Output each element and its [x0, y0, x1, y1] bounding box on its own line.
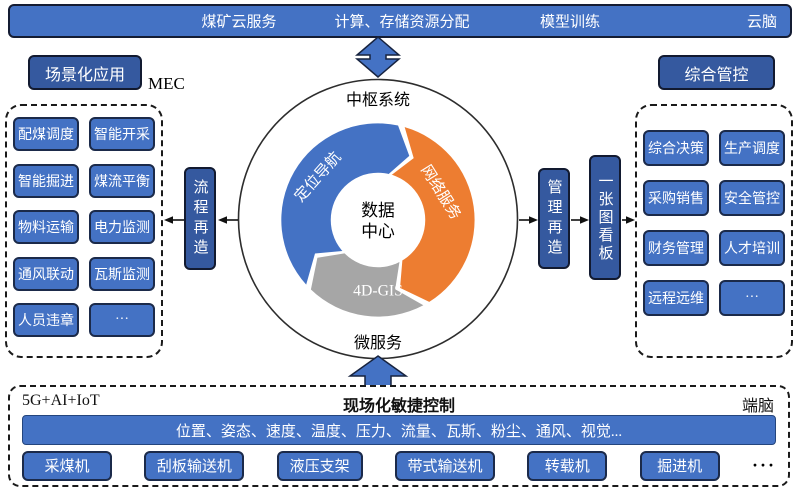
app-button-finance[interactable]: 财务管理 — [643, 230, 709, 266]
cloud-bar-item-mine-cloud: 煤矿云服务 — [201, 14, 277, 31]
hub-bottom-label: 微服务 — [354, 334, 402, 352]
cloud-bar-item-compute-storage: 计算、存储资源分配 — [334, 14, 470, 31]
hub-segment-network — [390, 127, 475, 302]
process-reengineering-button[interactable]: 流程再造 — [184, 167, 216, 270]
device-button-roadheader[interactable]: 掘进机 — [639, 450, 720, 481]
mec-label: MEC — [148, 74, 185, 93]
device-button-hydraulic-support[interactable]: 液压支架 — [276, 450, 363, 481]
app-button-smart-excavation[interactable]: 智能掘进 — [13, 163, 79, 198]
app-button-material-transport[interactable]: 物料运输 — [13, 210, 79, 244]
scenario-apps-button[interactable]: 场景化应用 — [28, 55, 142, 90]
app-button-gas-monitoring[interactable]: 瓦斯监测 — [89, 256, 155, 291]
app-button-ventilation-linkage[interactable]: 通风联动 — [13, 256, 79, 291]
hub-segment-4dgis — [310, 253, 424, 317]
one-map-dashboard-button[interactable]: 一张图看板 — [589, 155, 621, 280]
right-arrowhead-icon — [529, 216, 538, 224]
central-hub-diagram: 中枢系统 微服务 定位导航 网络服务 4D-GIS 数据 中心 — [237, 78, 519, 360]
app-button-remote-om[interactable]: 远程远维 — [643, 280, 709, 316]
app-button-production-dispatch[interactable]: 生产调度 — [719, 130, 785, 166]
right-apps-panel: 综合决策 生产调度 采购销售 安全管控 财务管理 人才培训 远程远维 ··· — [635, 104, 793, 358]
device-button-shearer[interactable]: 采煤机 — [22, 450, 112, 481]
double-arrow-icon — [354, 36, 402, 78]
sensor-data-bar: 位置、姿态、速度、温度、压力、流量、瓦斯、粉尘、通风、视觉... — [22, 415, 776, 445]
device-brain-label: 端脑 — [741, 398, 774, 415]
hub-segment-positioning — [281, 123, 410, 285]
data-center-label-line2: 中心 — [361, 222, 395, 241]
device-row: 采煤机 刮板输送机 液压支架 带式输送机 转载机 掘进机 ··· — [22, 450, 776, 481]
device-button-scraper-conveyor[interactable]: 刮板输送机 — [144, 450, 245, 481]
device-more-dots: ··· — [751, 455, 776, 475]
app-button-coal-blending[interactable]: 配煤调度 — [13, 117, 79, 151]
hub-top-label: 中枢系统 — [346, 91, 410, 109]
app-button-decision[interactable]: 综合决策 — [643, 130, 709, 166]
cloud-bar-item-model-training: 模型训练 — [539, 14, 601, 31]
device-button-belt-conveyor[interactable]: 带式输送机 — [394, 450, 495, 481]
app-button-more[interactable]: ··· — [89, 303, 155, 337]
management-reengineering-button[interactable]: 管理再造 — [538, 168, 570, 269]
app-button-safety-control[interactable]: 安全管控 — [719, 180, 785, 216]
left-arrowhead-icon — [164, 216, 173, 224]
hub-center-circle — [330, 172, 426, 268]
integrated-control-button[interactable]: 综合管控 — [658, 55, 775, 90]
edge-control-panel: 5G+AI+IoT 现场化敏捷控制 端脑 位置、姿态、速度、温度、压力、流量、瓦… — [8, 385, 790, 487]
edge-panel-title: 现场化敏捷控制 — [342, 398, 456, 415]
5g-ai-iot-label: 5G+AI+IoT — [22, 392, 100, 409]
app-button-personnel-violation[interactable]: 人员违章 — [13, 303, 79, 337]
device-button-stage-loader[interactable]: 转载机 — [527, 450, 608, 481]
app-button-talent-training[interactable]: 人才培训 — [719, 230, 785, 266]
app-button-power-monitoring[interactable]: 电力监测 — [89, 210, 155, 244]
cloud-service-bar: 煤矿云服务 计算、存储资源分配 模型训练 云脑 — [8, 4, 792, 38]
right-arrowhead-icon — [580, 216, 589, 224]
right-arrowhead-icon — [626, 216, 635, 224]
app-button-procurement-sales[interactable]: 采购销售 — [643, 180, 709, 216]
left-arrowhead-icon — [218, 216, 227, 224]
app-button-coal-flow-balance[interactable]: 煤流平衡 — [89, 163, 155, 198]
left-apps-panel: 配煤调度 智能开采 智能掘进 煤流平衡 物料运输 电力监测 通风联动 瓦斯监测 … — [5, 104, 163, 358]
app-button-more[interactable]: ··· — [719, 280, 785, 316]
cloud-bar-item-cloud-brain: 云脑 — [746, 14, 778, 31]
app-button-smart-mining[interactable]: 智能开采 — [89, 117, 155, 151]
data-center-label-line1: 数据 — [361, 201, 395, 220]
segment-label-4dgis: 4D-GIS — [353, 283, 403, 300]
up-arrow-icon — [347, 355, 409, 387]
